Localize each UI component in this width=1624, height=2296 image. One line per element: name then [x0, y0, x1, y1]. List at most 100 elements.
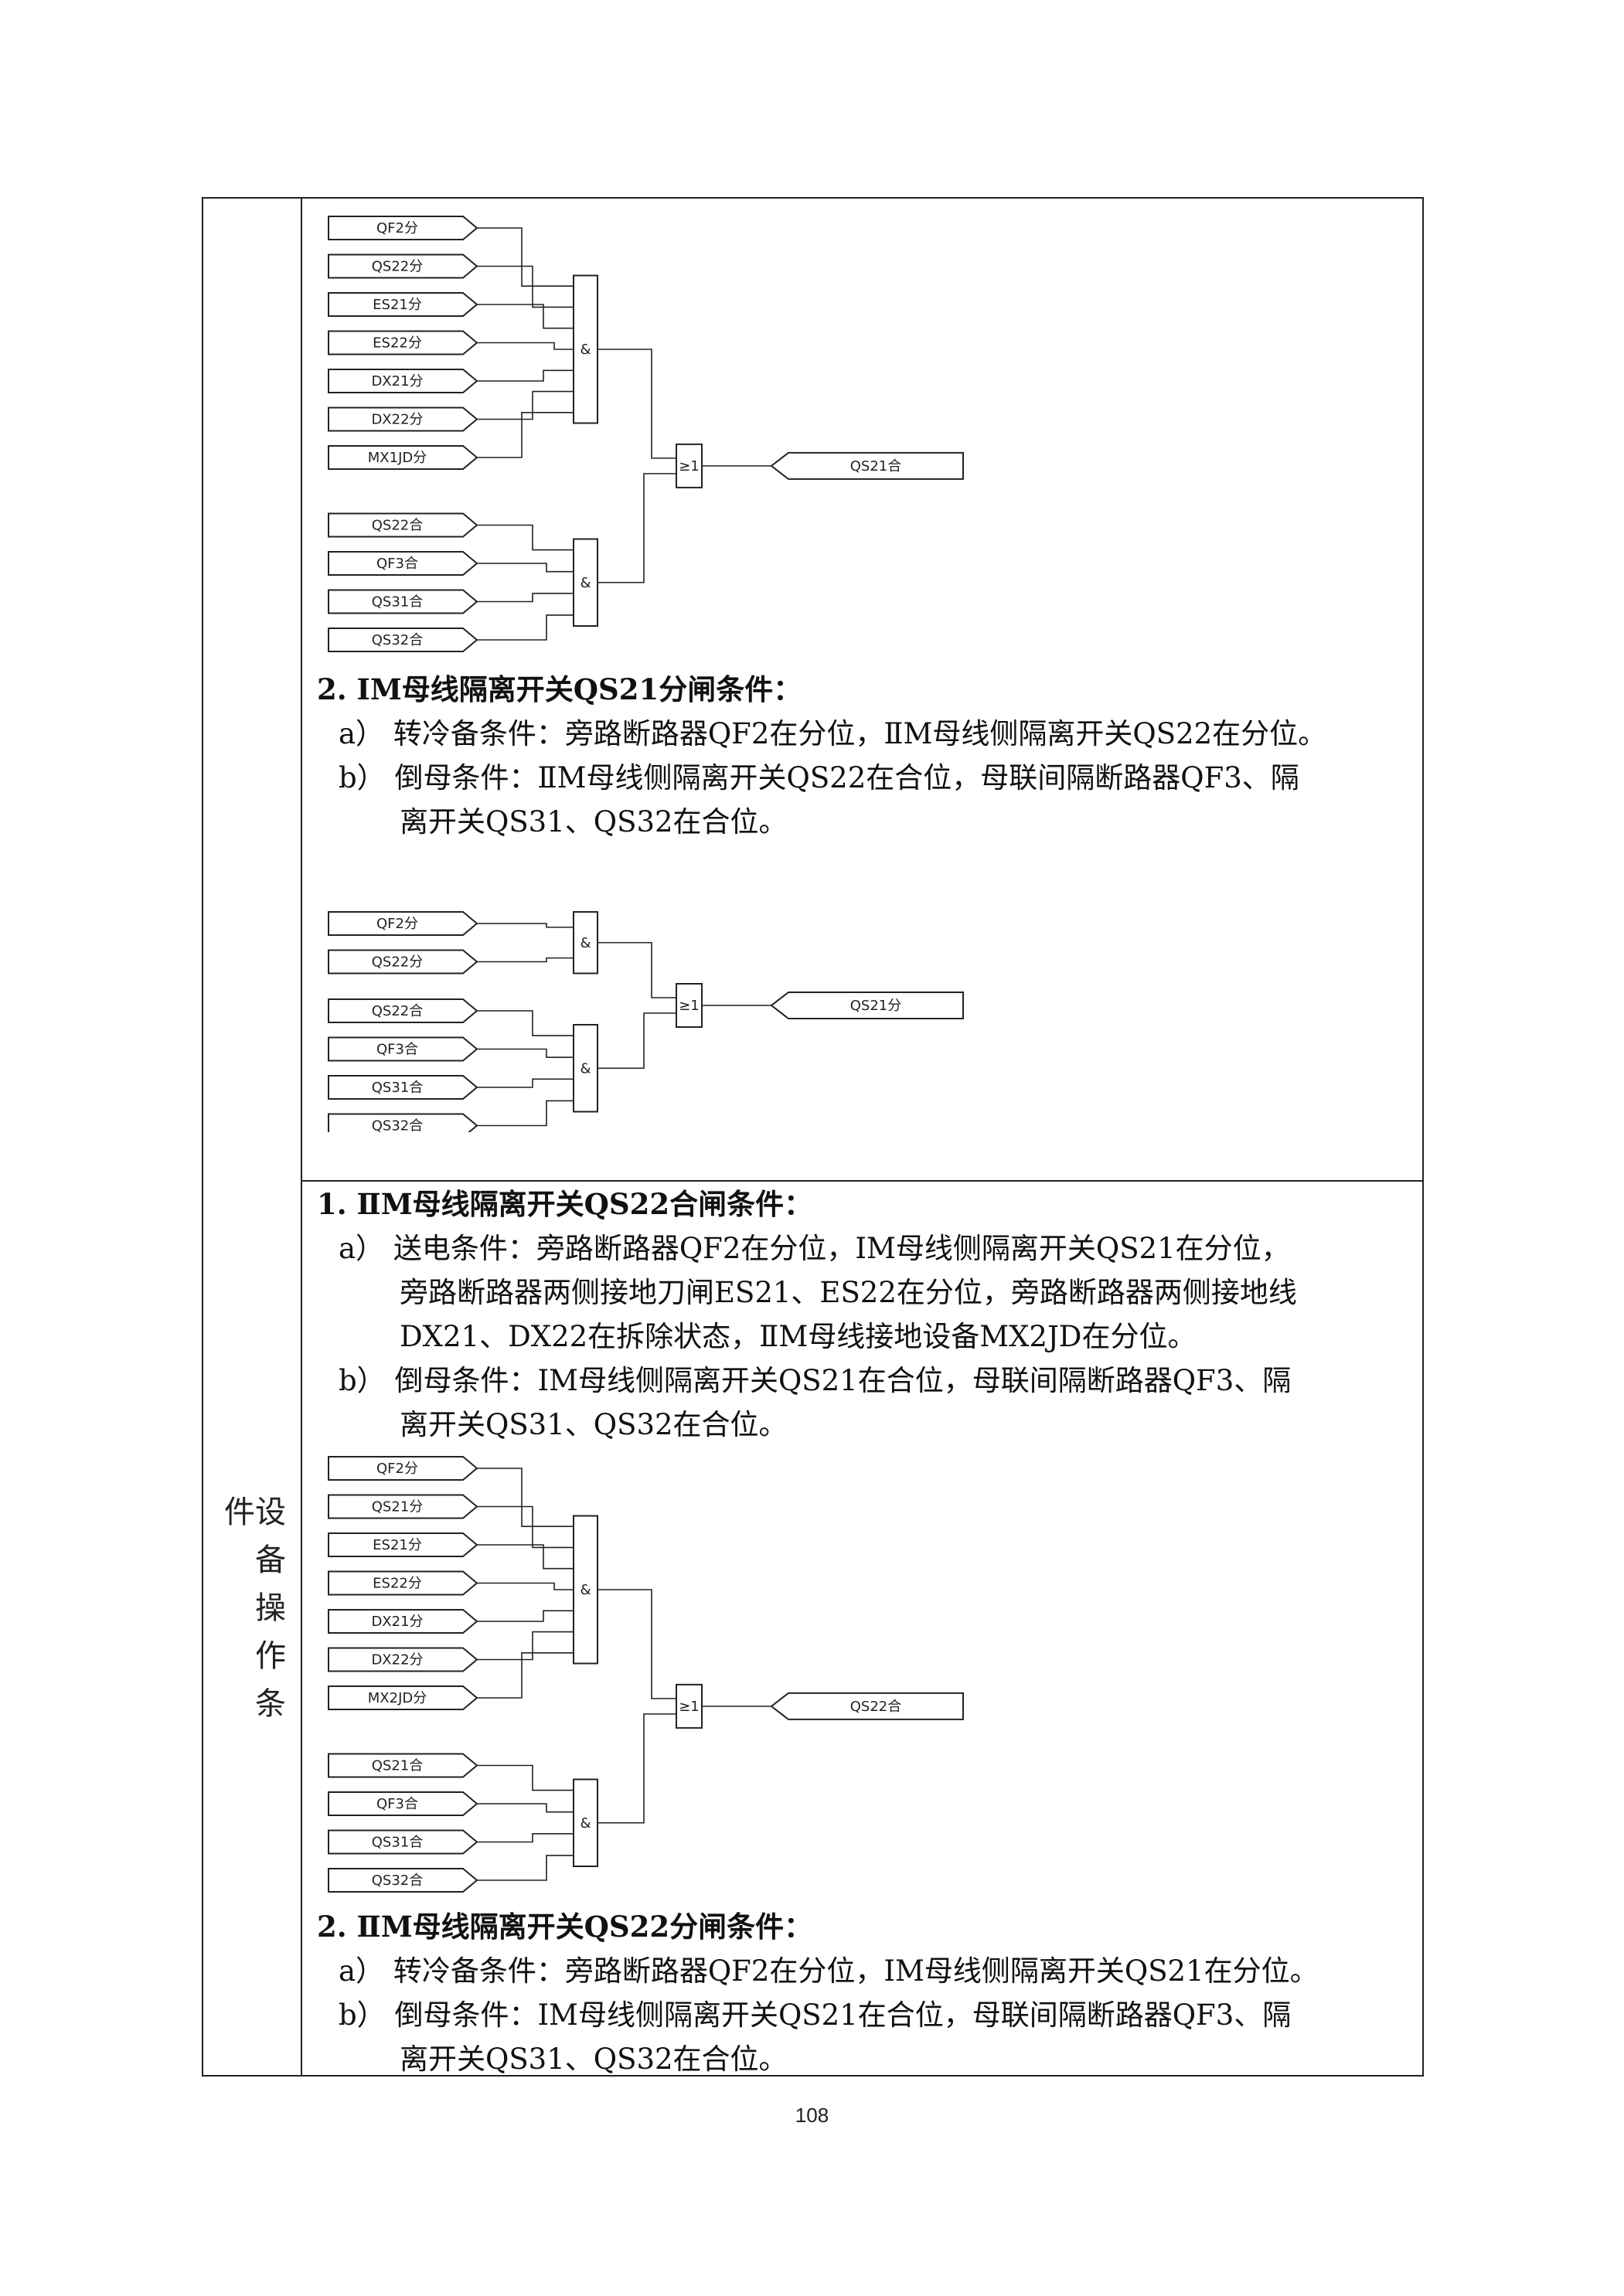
and-gate-label: & — [580, 935, 591, 951]
connector-wire — [477, 1833, 574, 1843]
connector-wire — [477, 1631, 574, 1661]
input-signal-label: ES21分 — [373, 297, 422, 313]
connector-wire — [477, 1652, 574, 1699]
connector-wire — [477, 1468, 574, 1527]
connector-wire — [598, 1012, 676, 1070]
connector-wire — [477, 369, 574, 382]
input-signal-box — [328, 1791, 478, 1816]
connector-wire — [598, 941, 676, 998]
input-signal-box — [328, 911, 478, 936]
condition-item: b） 倒母条件：ⅠM母线侧隔离开关QS21在合位，母联间隔断路器QF3、隔 — [339, 1364, 1292, 1397]
connector-wire — [477, 524, 574, 551]
input-signal-box — [328, 1829, 478, 1855]
input-signal-box — [328, 1609, 478, 1634]
connector-wire — [477, 1803, 574, 1813]
or-gate — [676, 1683, 703, 1729]
condition-item: a） 转冷备条件：旁路断路器QF2在分位，ⅠM母线侧隔离开关QS21在分位。 — [339, 1954, 1319, 1988]
connector-wire — [598, 1713, 676, 1824]
or-gate — [676, 983, 703, 1028]
or-gate-label: ≥1 — [679, 998, 700, 1014]
input-signal-label: QS22分 — [372, 259, 424, 275]
connector-wire — [477, 1048, 574, 1058]
input-signal-box — [328, 628, 478, 652]
input-signal-label: QF2分 — [376, 220, 418, 236]
input-signal-box — [328, 1753, 478, 1778]
and-gate-label: & — [580, 1582, 591, 1598]
and-gate-label: & — [580, 342, 591, 358]
or-gate-label: ≥1 — [679, 1699, 700, 1715]
and-gate — [573, 1778, 598, 1867]
and-gate — [573, 1024, 598, 1113]
or-gate-label: ≥1 — [679, 458, 700, 475]
input-signal-label: QS31合 — [372, 1835, 424, 1851]
and-gate — [573, 1515, 598, 1665]
connector-wire — [477, 923, 574, 928]
input-signal-box — [328, 1647, 478, 1672]
input-signal-box — [328, 551, 478, 576]
input-signal-label: QF3合 — [376, 1796, 418, 1812]
connector-wire — [477, 1582, 574, 1590]
input-signal-box — [328, 1494, 478, 1519]
connector-wire — [477, 563, 574, 573]
input-signal-box — [328, 1113, 478, 1132]
input-signal-label: ES21分 — [373, 1537, 422, 1553]
input-signal-label: ES22分 — [373, 335, 422, 352]
input-signal-box — [328, 589, 478, 614]
row-label-text: 设备操作条件 — [219, 1495, 285, 1735]
connector-wire — [477, 1078, 574, 1088]
input-signal-label: QS22分 — [372, 954, 424, 971]
input-signal-box — [328, 330, 478, 355]
input-signal-label: QS32合 — [372, 1873, 424, 1889]
input-signal-label: QF2分 — [376, 1461, 418, 1477]
connector-wire — [477, 1855, 574, 1881]
connector-wire — [477, 957, 574, 963]
input-signal-box — [328, 406, 478, 432]
section-heading-qs22-open: 2. ⅡM母线隔离开关QS22分闸条件： — [317, 1910, 813, 1944]
row-label: 设备操作条件 — [203, 1495, 301, 1781]
section-heading-qs22-close: 1. ⅡM母线隔离开关QS22合闸条件： — [317, 1187, 813, 1221]
output-signal-box — [770, 1692, 964, 1720]
input-signal-label: DX22分 — [371, 1652, 423, 1668]
connector-wire — [598, 1589, 676, 1699]
input-signal-box — [328, 1036, 478, 1062]
input-signal-label: QS32合 — [372, 1118, 424, 1133]
connector-wire — [477, 1505, 574, 1549]
input-signal-label: QS22合 — [372, 1003, 424, 1019]
output-signal-label: QS22合 — [850, 1699, 902, 1715]
input-signal-label: QF3合 — [376, 556, 418, 572]
condition-item-continued: 离开关QS31、QS32在合位。 — [400, 2043, 788, 2076]
connector-wire — [477, 1610, 574, 1622]
output-signal-box — [770, 451, 964, 480]
input-signal-box — [328, 949, 478, 975]
and-gate-label: & — [580, 1060, 591, 1077]
input-signal-box — [328, 1075, 478, 1100]
and-gate-label: & — [580, 1815, 591, 1832]
connector-wire — [477, 227, 574, 287]
input-signal-box — [328, 445, 478, 470]
input-signal-label: QF3合 — [376, 1042, 418, 1058]
condition-item: a） 转冷备条件：旁路断路器QF2在分位，ⅡM母线侧隔离开关QS22在分位。 — [339, 717, 1327, 750]
and-gate-label: & — [580, 575, 591, 591]
and-gate — [573, 274, 598, 424]
input-signal-box — [328, 1456, 478, 1481]
connector-wire — [598, 349, 676, 459]
input-signal-label: DX21分 — [371, 373, 423, 389]
connector-wire — [477, 390, 574, 420]
input-signal-label: QS31合 — [372, 594, 424, 611]
condition-item: a） 送电条件：旁路断路器QF2在分位，ⅠM母线侧隔离开关QS21在分位， — [339, 1232, 1290, 1265]
connector-wire — [477, 614, 574, 641]
connector-wire — [477, 593, 574, 603]
input-signal-box — [328, 253, 478, 279]
output-signal-label: QS21分 — [850, 998, 902, 1014]
section-heading-qs21-open: 2. ⅠM母线隔离开关QS21分闸条件： — [317, 672, 802, 706]
condition-item-continued: 离开关QS31、QS32在合位。 — [400, 1408, 788, 1441]
condition-item: b） 倒母条件：ⅠM母线侧隔离开关QS21在合位，母联间隔断路器QF3、隔 — [339, 1998, 1292, 2032]
connector-wire — [477, 1100, 574, 1127]
logic-diagram-qs21-close: QF2分QS22分ES21分ES22分DX21分DX22分MX1JD分QS22合… — [328, 216, 964, 652]
connector-wire — [598, 473, 676, 583]
input-signal-box — [328, 1685, 478, 1710]
connector-wire — [477, 1010, 574, 1036]
input-signal-label: DX21分 — [371, 1614, 423, 1630]
input-signal-box — [328, 369, 478, 393]
